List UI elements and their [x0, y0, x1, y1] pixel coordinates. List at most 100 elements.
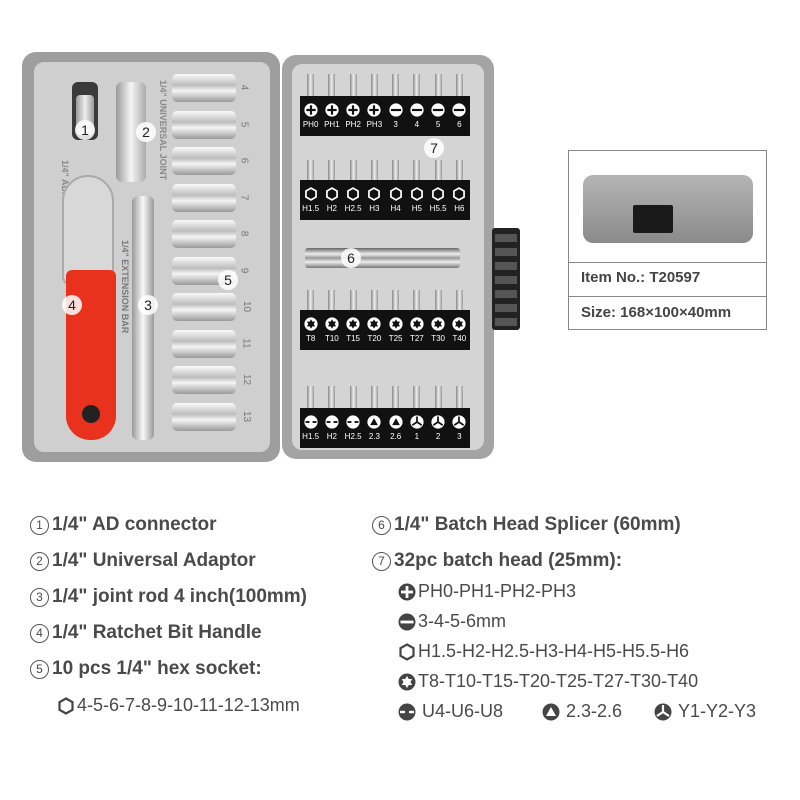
screwdriver-bit [455, 74, 463, 98]
socket-size-label: 7 [238, 194, 250, 200]
torx-icon [325, 317, 339, 331]
hex-socket [172, 220, 236, 248]
bit-slot: T25 [386, 317, 406, 343]
phillips-icon [398, 583, 416, 600]
bit-shanks-row [300, 290, 470, 314]
y-bit-icon [431, 415, 445, 429]
legend-subtext: 4-5-6-7-8-9-10-11-12-13mm [77, 695, 300, 715]
legend-number: 5 [30, 659, 49, 679]
hex-icon [347, 187, 360, 201]
hex-icon [432, 187, 445, 201]
socket-size-label: 5 [238, 121, 250, 127]
torx-icon [304, 317, 318, 331]
bit-slot: 4 [407, 103, 427, 129]
hex-socket [172, 74, 236, 102]
bit-size-label: T8 [305, 334, 316, 343]
bit-slot: H4 [386, 187, 406, 213]
case-size: Size: 168×100×40mm [581, 304, 732, 321]
screwdriver-bit [392, 386, 400, 410]
bit-size-label: H6 [454, 204, 465, 213]
legend-text: 1/4" Batch Head Splicer (60mm) [394, 514, 681, 535]
screwdriver-bit [328, 74, 336, 98]
screwdriver-bit [413, 160, 421, 184]
bit-size-label: 4 [414, 120, 420, 129]
legend-subtext: 2.3-2.6 [566, 701, 623, 721]
legend-number: 6 [372, 515, 391, 535]
bit-size-label: H1.5 [302, 204, 320, 213]
bit-size-label: H4 [390, 204, 401, 213]
screwdriver-bit [307, 290, 315, 314]
bit-slot: H2 [322, 415, 342, 441]
callout-6: 6 [341, 248, 361, 268]
bit-slot: T20 [364, 317, 384, 343]
screwdriver-bit [349, 386, 357, 410]
extension-tray-label: 1/4" EXTENSION BAR [120, 240, 130, 334]
ratchet-hang-hole [82, 405, 100, 423]
screwdriver-bit [328, 290, 336, 314]
bit-slot: H2 [322, 187, 342, 213]
hex-socket [172, 183, 236, 212]
bit-shanks-row [300, 74, 470, 98]
bit-size-label: 3 [393, 120, 398, 129]
callout-7: 7 [424, 138, 444, 158]
screwdriver-bit [434, 386, 442, 410]
screwdriver-bit [455, 160, 463, 184]
bit-size-label: T20 [367, 334, 382, 343]
legend-number: 2 [30, 551, 49, 571]
y-bit-icon [452, 415, 466, 429]
y-bit-icon [410, 415, 424, 429]
legend-subtext: 3-4-5-6mm [418, 611, 507, 631]
callout-3: 3 [138, 295, 158, 315]
legend-subtext: Y1-Y2-Y3 [678, 701, 757, 721]
bit-size-label: T15 [346, 334, 361, 343]
bit-type-line: T8-T10-T15-T20-T25-T27-T30-T40 [398, 671, 698, 692]
bit-size-label: 2.6 [390, 432, 402, 441]
torx-icon [389, 317, 403, 331]
bit-slot: T15 [343, 317, 363, 343]
screwdriver-bit [434, 74, 442, 98]
torx-icon [410, 317, 424, 331]
bit-slot: PH0 [301, 103, 321, 129]
socket-size-label: 13 [241, 410, 253, 422]
screwdriver-bit [413, 290, 421, 314]
bit-slot: T27 [407, 317, 427, 343]
socket-size-label: 6 [238, 157, 250, 164]
phillips-icon [367, 103, 381, 117]
callout-1: 1 [75, 120, 95, 140]
bit-slot: 2 [428, 415, 448, 441]
closed-case-image [583, 167, 753, 247]
bit-size-label: T10 [324, 334, 339, 343]
bit-size-label: 2.3 [368, 432, 380, 441]
socket-size-label: 9 [238, 267, 250, 273]
y-bit-icon [654, 703, 672, 720]
bit-slot: H5.5 [428, 187, 448, 213]
legend-number: 1 [30, 515, 49, 535]
bit-slot: T40 [449, 317, 469, 343]
hex-socket [172, 366, 236, 394]
bit-size-label: 6 [457, 120, 462, 129]
bit-slot: 1 [407, 415, 427, 441]
bit-slot: 6 [449, 103, 469, 129]
callout-2: 2 [136, 122, 156, 142]
product-info-box: Item No.: T20597 Size: 168×100×40mm [568, 150, 767, 330]
legend-text: 1/4" joint rod 4 inch(100mm) [52, 586, 308, 607]
screwdriver-bit [307, 74, 315, 98]
bit-slot: T30 [428, 317, 448, 343]
screwdriver-bit [455, 290, 463, 314]
torx-icon [452, 317, 466, 331]
slotted-icon [389, 103, 403, 117]
screwdriver-bit [413, 74, 421, 98]
screwdriver-bit [392, 74, 400, 98]
screwdriver-bit [328, 386, 336, 410]
phillips-icon [346, 103, 360, 117]
legend-subtext: H1.5-H2-H2.5-H3-H4-H5-H5.5-H6 [418, 641, 690, 661]
bit-type-line: 2.3-2.6 [542, 701, 622, 722]
bit-size-label: PH0 [302, 120, 319, 129]
bit-size-label: 3 [457, 432, 462, 441]
torx-icon [346, 317, 360, 331]
